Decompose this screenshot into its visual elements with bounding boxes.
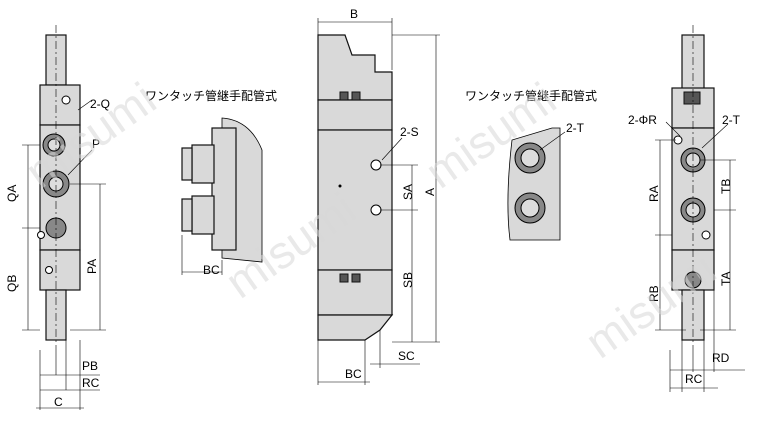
front-view — [22, 25, 106, 410]
label-ta: TA — [719, 272, 733, 286]
label-ra: RA — [647, 185, 661, 202]
label-rb: RB — [647, 285, 661, 302]
label-bc-side: BC — [345, 367, 362, 381]
rear-view — [655, 25, 745, 392]
label-qa: QA — [5, 185, 19, 202]
label-sb: SB — [401, 272, 415, 288]
label-sc: SC — [398, 349, 415, 363]
caption-one-touch-left: ワンタッチ管継手配管式 — [145, 88, 277, 103]
label-2-phi-r: 2-ΦR — [628, 113, 657, 127]
side-body — [317, 129, 393, 271]
label-sa: SA — [401, 184, 415, 200]
label-2-q: 2-Q — [90, 97, 110, 111]
label-p: P — [92, 137, 100, 151]
s-hole-upper-icon — [370, 159, 382, 171]
label-tb: TB — [719, 179, 733, 194]
caption-one-touch-right: ワンタッチ管継手配管式 — [465, 88, 597, 103]
watermark-1: misumi — [16, 72, 165, 198]
label-rc-right: RC — [685, 372, 703, 386]
label-pb: PB — [82, 359, 98, 373]
label-a: A — [423, 188, 437, 196]
r-hole-lower-icon — [701, 230, 711, 240]
label-c: C — [54, 395, 63, 409]
label-b: B — [350, 7, 358, 21]
side-view — [317, 18, 440, 385]
fitting-detail-left — [181, 117, 263, 275]
q-port-upper-icon — [61, 95, 71, 105]
label-qb: QB — [5, 275, 19, 292]
label-rd: RD — [712, 351, 730, 365]
label-2-t-mid: 2-T — [566, 121, 585, 135]
fitting-detail-right — [507, 127, 566, 241]
s-hole-lower-icon — [370, 204, 382, 216]
label-2-t-right: 2-T — [722, 113, 741, 127]
label-bc-fitting: BC — [203, 263, 220, 277]
label-rc-left: RC — [82, 376, 100, 390]
label-pa: PA — [85, 259, 99, 274]
label-2-s: 2-S — [400, 125, 419, 139]
